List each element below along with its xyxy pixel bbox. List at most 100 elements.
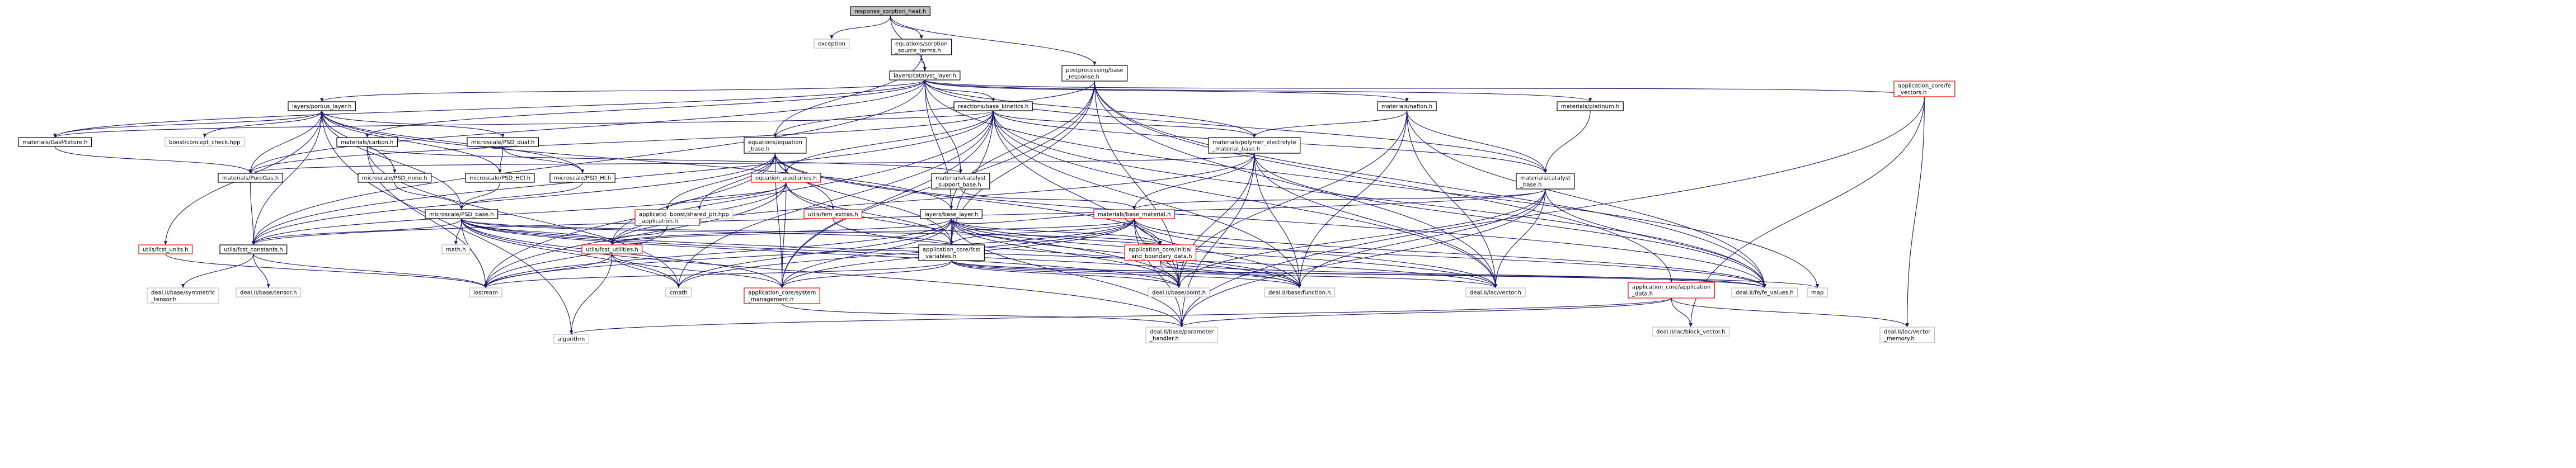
node-deal-ii-base-function-h[interactable]: deal.II/base/function.h (1264, 287, 1336, 297)
edge-fcst_var-to-lac_vector (951, 260, 1497, 289)
edge-psd_none-to-psd_base (394, 182, 463, 210)
node-application-core-initial-and-boundary-data-h[interactable]: application_core/initial_and_boundary_da… (1124, 244, 1197, 261)
node-box (288, 101, 356, 111)
edge-initial_bd-to-fe_values (1160, 260, 1766, 289)
node-box (469, 287, 502, 297)
edge-app_data-to-algorithm (570, 297, 1672, 335)
node-label: _data.h (1632, 291, 1653, 297)
node-equation-auxiliaries-h[interactable]: equation_auxiliaries.h (751, 173, 821, 183)
node-materials-catalyst-base-h[interactable]: materials/catalyst_base.h (1516, 173, 1575, 190)
node-math-h[interactable]: math.h (441, 244, 471, 254)
node-materials-carbon-h[interactable]: materials/carbon.h (336, 137, 398, 147)
node-equations-equation-base-h[interactable]: equations/equation_base.h (744, 137, 807, 154)
node-microscale-psd-base-h[interactable]: microscale/PSD_base.h (425, 209, 499, 219)
node-postprocessing-base-response-h[interactable]: postprocessing/base_response.h (1061, 65, 1128, 82)
node-boost-concept-check-hpp[interactable]: boost/concept_check.hpp (164, 137, 245, 147)
node-microscale-psd-hi-h[interactable]: microscale/PSD_HI.h (549, 173, 615, 183)
node-box (219, 244, 288, 254)
edge-root-to-eq_sorp (890, 15, 923, 40)
node-deal-ii-base-tensor-h[interactable]: deal.II/base/tensor.h (236, 287, 302, 297)
node-label: reactions/base_kinetics.h (958, 104, 1028, 110)
node-application-core-application-data-h[interactable]: application_core/application_data.h (1628, 282, 1715, 299)
node-materials-platinum-h[interactable]: materials/platinum.h (1557, 101, 1624, 111)
node-deal-ii-base-parameter-handler-h[interactable]: deal.II/base/parameter_handler.h (1145, 327, 1218, 343)
node-deal-ii-base-point-h[interactable]: deal.II/base/point.h (1148, 287, 1210, 297)
edge-fcst_const-to-tensor (253, 253, 270, 289)
node-utils-fcst-constants-h[interactable]: utils/fcst_constants.h (219, 244, 288, 254)
node-map[interactable]: map (1807, 287, 1828, 297)
node-application-core-fcst-variables-h[interactable]: application_core/fcst_variables.h (918, 244, 985, 261)
edge-cat_base-to-fe_values (1545, 188, 1766, 289)
node-application-core-fe-vectors-h[interactable]: application_core/fe_vectors.h (1893, 81, 1955, 97)
node-boost-shared-ptr-hpp[interactable]: boost/shared_ptr.hpp (665, 209, 734, 219)
edge-pem-to-fe_values (1254, 153, 1766, 289)
node-label: _material_base.h (1212, 146, 1260, 153)
node-algorithm[interactable]: algorithm (553, 334, 589, 344)
node-materials-catalyst-support-base-h[interactable]: materials/catalyst_support_base.h (931, 173, 990, 190)
node-materials-polymer-electrolyte-material-base-h[interactable]: materials/polymer_electrolyte_material_b… (1208, 137, 1301, 154)
node-materials-nafion-h[interactable]: materials/nafion.h (1377, 101, 1437, 111)
edge-puregas-to-fcst_const (250, 182, 255, 245)
node-box (358, 173, 432, 183)
node-box (236, 287, 302, 297)
edge-reactions-to-gasmix (53, 110, 994, 138)
node-deal-ii-lac-vector-memory-h[interactable]: deal.II/lac/vector_memory.h (1879, 327, 1935, 343)
node-label: application_core/fcst (923, 247, 980, 253)
node-microscale-psd-dual-h[interactable]: microscale/PSD_dual.h (467, 137, 539, 147)
edge-porous-to-psd_dual (321, 110, 505, 138)
node-box (918, 244, 985, 261)
edge-psd_base-to-fcst_var (461, 218, 953, 245)
edge-reactions-to-fe_values (993, 110, 1766, 289)
node-deal-ii-fe-fe-values-h[interactable]: deal.II/fe/fe_values.h (1731, 287, 1798, 297)
edge-root-to-exception (830, 15, 891, 40)
node-label: _response.h (1065, 74, 1099, 81)
node-materials-base-material-h[interactable]: materials/base_material.h (1093, 209, 1176, 219)
node-reactions-base-kinetics-h[interactable]: reactions/base_kinetics.h (953, 101, 1033, 111)
edge-base_layer-to-sys_mgmt (780, 218, 952, 289)
node-layers-porous-layer-h[interactable]: layers/porous_layer.h (288, 101, 356, 111)
node-materials-puregas-h[interactable]: materials/PureGas.h (218, 173, 283, 183)
edge-cat_layer-to-fcst_const (251, 79, 925, 245)
node-iostream[interactable]: iostream (469, 287, 502, 297)
node-utils-fem-extras-h[interactable]: utils/fem_extras.h (803, 209, 863, 219)
node-box (1148, 287, 1210, 297)
node-exception[interactable]: exception (814, 39, 850, 49)
node-cmath[interactable]: cmath (665, 287, 692, 297)
edge-eq_base-to-fe_values (774, 153, 1766, 289)
node-label: _base.h (748, 146, 769, 153)
node-box (1264, 287, 1336, 297)
node-label: equations/sorption (895, 41, 948, 48)
node-box (147, 287, 219, 304)
node-box (850, 6, 931, 16)
edge-psd_base-to-param_handler (461, 218, 1183, 328)
node-application-core-system-management-h[interactable]: application_core/system_management.h (744, 287, 820, 304)
node-label: algorithm (558, 337, 585, 343)
node-microscale-psd-none-h[interactable]: microscale/PSD_none.h (358, 173, 432, 183)
node-box (1516, 173, 1575, 190)
node-label: math.h (446, 247, 466, 253)
edge-initial_bd-to-function (1160, 260, 1301, 289)
node-materials-gasmixture-h[interactable]: materials/GasMixture.h (18, 137, 92, 147)
node-deal-ii-base-symmetric-tensor-h[interactable]: deal.II/base/symmetric_tensor.h (147, 287, 219, 304)
node-layers-base-layer-h[interactable]: layers/base_layer.h (920, 209, 983, 219)
edge-carbon-to-cat_support (366, 146, 962, 174)
edge-base_material-to-lac_vector (1134, 218, 1497, 289)
edge-porous-to-concept (203, 110, 322, 138)
node-equations-sorption-source-terms-h[interactable]: equations/sorption_source_terms.h (891, 39, 952, 55)
node-deal-ii-lac-vector-h[interactable]: deal.II/lac/vector.h (1465, 287, 1526, 297)
edge-psd_hi-to-psd_base (459, 182, 583, 210)
edge-postproc-to-lac_vector (1094, 81, 1498, 289)
node-box (744, 137, 807, 154)
node-label: materials/base_material.h (1098, 212, 1171, 218)
node-microscale-psd-hcl-h[interactable]: microscale/PSD_HCl.h (465, 173, 535, 183)
node-deal-ii-lac-block-vector-h[interactable]: deal.II/lac/block_vector.h (1652, 327, 1730, 337)
node-utils-fcst-units-h[interactable]: utils/fcst_units.h (138, 244, 193, 254)
node-box (891, 39, 952, 55)
node-utils-fcst-utilities-h[interactable]: utils/fcst_utilities.h (581, 244, 643, 254)
edge-base_material-to-fe_values (1134, 218, 1766, 289)
node-layers-catalyst-layer-h[interactable]: layers/catalyst_layer.h (889, 70, 961, 81)
node-box (920, 209, 983, 219)
edge-pem-to-puregas (248, 153, 1255, 174)
node-label: _vectors.h (1897, 90, 1926, 96)
